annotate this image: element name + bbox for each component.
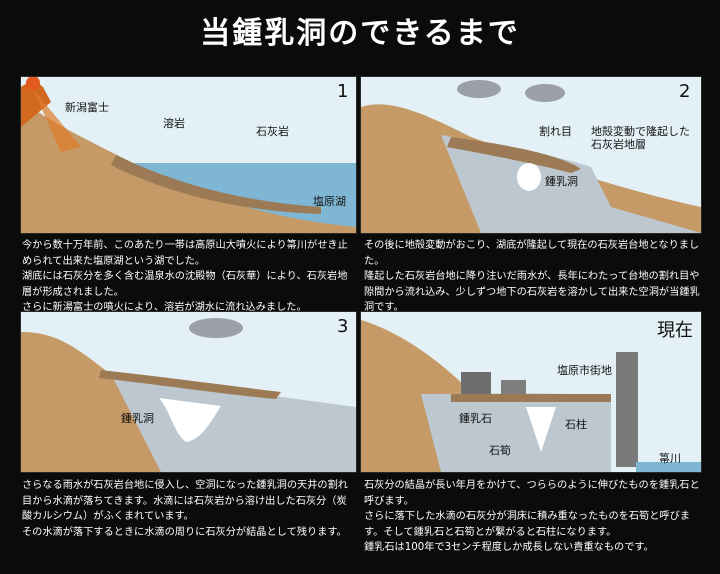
panel-1-caption-line-1: 今から数十万年前、このあたり一帯は高原山大噴火により箒川がせき止められて出来た塩… <box>22 240 348 267</box>
panel-2-caption-line-2: 隆起した石灰岩台地に降り注いだ雨水が、長年にわたって台地の割れ目や隙間から流れ込… <box>364 271 700 313</box>
panel-4-caption-line-1: 石灰分の結晶が長い年月をかけて、つららのように伸びたものを鍾乳石と呼びます。 <box>364 480 700 507</box>
label-cracks: 割れ目 <box>539 125 572 138</box>
panel-2-scene <box>361 77 701 233</box>
panel-3-caption-line-2: その水滴が落下するときに水滴の周りに石灰分が結晶として残ります。 <box>22 526 347 538</box>
panel-3-illustration: 3 鍾乳洞 <box>20 311 357 473</box>
panel-1-illustration: 1 新潟富士 溶岩 石灰岩 塩原湖 <box>20 76 357 234</box>
panel-4-illustration: 現在 塩原市街地 鍾乳石 石柱 石筍 箒川 <box>360 311 702 473</box>
panel-3-caption: さらなる雨水が石灰岩台地に侵入し、空洞になった鍾乳洞の天井の割れ目から水滴が落ち… <box>22 478 354 540</box>
panel-1-scene <box>21 77 356 233</box>
panel-1-caption: 今から数十万年前、このあたり一帯は高原山大噴火により箒川がせき止められて出来た塩… <box>22 238 354 316</box>
panel-4-caption-line-2: さらに落下した水滴の石灰分が洞床に積み重なったものを石筍と呼びます。そして鍾乳石… <box>364 511 690 538</box>
label-limestone: 石灰岩 <box>256 125 289 138</box>
panel-1-number: 1 <box>337 81 349 102</box>
label-houki-river: 箒川 <box>659 452 681 465</box>
panel-3-caption-line-1: さらなる雨水が石灰岩台地に侵入し、空洞になった鍾乳洞の天井の割れ目から水滴が落ち… <box>22 480 348 522</box>
label-shiobara-town: 塩原市街地 <box>557 364 612 377</box>
panel-4-number: 現在 <box>657 320 693 341</box>
label-lava: 溶岩 <box>163 117 185 130</box>
panel-2-caption: その後に地殻変動がおこり、湖底が隆起して現在の石灰岩台地となりました。 隆起した… <box>364 238 700 316</box>
panel-1-caption-line-3: さらに新湯富士の噴火により、溶岩が湖水に流れ込みました。 <box>22 302 307 313</box>
panel-4-caption: 石灰分の結晶が長い年月をかけて、つららのように伸びたものを鍾乳石と呼びます。 さ… <box>364 478 700 556</box>
label-column: 石柱 <box>565 418 587 431</box>
label-cave: 鍾乳洞 <box>545 175 578 188</box>
panel-2-illustration: 2 割れ目 地殻変動で隆起した石灰岩地層 鍾乳洞 <box>360 76 702 234</box>
label-cave-3: 鍾乳洞 <box>121 412 154 425</box>
label-stalactite: 鍾乳石 <box>459 412 492 425</box>
panel-2-number: 2 <box>679 81 691 102</box>
panel-3-number: 3 <box>337 316 349 337</box>
label-stalagmite: 石筍 <box>489 444 511 457</box>
panel-2-caption-line-1: その後に地殻変動がおこり、湖底が隆起して現在の石灰岩台地となりました。 <box>364 240 700 267</box>
panel-3-scene <box>21 312 356 472</box>
panel-4-scene <box>361 312 701 472</box>
panel-1-caption-line-2: 湖底には石灰分を多く含む温泉水の沈殿物（石灰華）により、石灰岩地層が形成されまし… <box>22 271 348 298</box>
label-shinyu-fuji: 新潟富士 <box>65 101 109 114</box>
label-shiobara-lake: 塩原湖 <box>313 195 346 208</box>
page-title: 当鍾乳洞のできるまで <box>200 16 520 51</box>
panel-4-caption-line-3: 鍾乳石は100年で3センチ程度しか成長しない貴重なものです。 <box>364 542 654 553</box>
label-uplifted-limestone: 地殻変動で隆起した石灰岩地層 <box>591 125 690 151</box>
